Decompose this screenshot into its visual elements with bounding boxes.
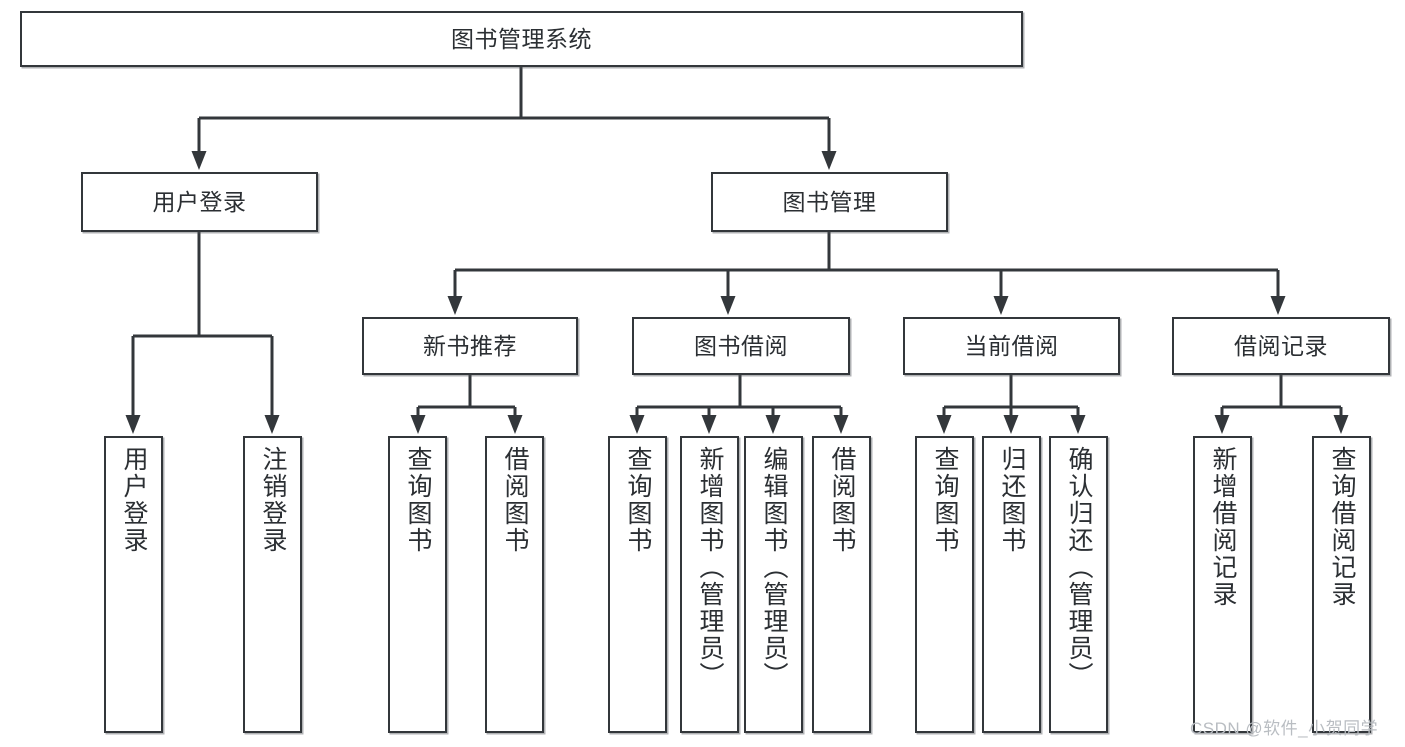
arrowhead-current-borrow-2 <box>1070 415 1086 434</box>
node-label-borrow-records: 借阅记录 <box>1234 332 1328 359</box>
node-new-book-recommend[interactable]: 新书推荐 <box>362 317 578 375</box>
node-leaf-return-book[interactable]: 归还图书 <box>982 436 1041 733</box>
node-book-borrow[interactable]: 图书借阅 <box>632 317 850 375</box>
node-leaf-logout[interactable]: 注销登录 <box>243 436 302 733</box>
node-leaf-add-record[interactable]: 新增借阅记录 <box>1193 436 1252 733</box>
node-leaf-confirm-return[interactable]: 确认归还（管理员） <box>1049 436 1108 733</box>
node-label-leaf-add-record: 新增借阅记录 <box>1209 446 1237 608</box>
node-label-book-management: 图书管理 <box>782 188 877 215</box>
node-leaf-query-book-new[interactable]: 查询图书 <box>388 436 447 733</box>
node-label-root: 图书管理系统 <box>451 25 592 52</box>
watermark-text: CSDN @软件_小贺同学 <box>1190 719 1379 738</box>
arrowhead-book-borrow-1 <box>701 415 717 434</box>
node-label-new-book-recommend: 新书推荐 <box>423 332 517 359</box>
arrowhead-root-0 <box>191 151 207 170</box>
node-leaf-query-record[interactable]: 查询借阅记录 <box>1312 436 1371 733</box>
arrowhead-book-management-1 <box>720 296 736 315</box>
arrowhead-book-borrow-0 <box>629 415 645 434</box>
node-label-book-borrow: 图书借阅 <box>694 332 788 359</box>
node-label-user-login: 用户登录 <box>152 188 247 215</box>
node-label-leaf-query-book-new: 查询图书 <box>404 446 432 554</box>
arrowhead-book-management-0 <box>447 296 463 315</box>
node-leaf-query-book-borrow[interactable]: 查询图书 <box>608 436 667 733</box>
node-user-login[interactable]: 用户登录 <box>81 172 318 232</box>
arrowhead-user-login-0 <box>125 415 141 434</box>
node-label-leaf-user-login: 用户登录 <box>120 446 148 554</box>
node-label-leaf-return-book: 归还图书 <box>998 446 1026 554</box>
node-leaf-edit-book[interactable]: 编辑图书（管理员） <box>744 436 803 733</box>
node-leaf-query-book-current[interactable]: 查询图书 <box>915 436 974 733</box>
node-root[interactable]: 图书管理系统 <box>20 11 1023 67</box>
node-label-leaf-borrow-book: 借阅图书 <box>828 446 856 554</box>
arrowhead-book-management-2 <box>993 296 1009 315</box>
node-label-leaf-borrow-book-new: 借阅图书 <box>501 446 529 554</box>
arrowhead-user-login-1 <box>264 415 280 434</box>
arrowhead-book-borrow-2 <box>765 415 781 434</box>
arrowhead-root-1 <box>821 151 837 170</box>
arrowhead-book-borrow-3 <box>833 415 849 434</box>
node-label-leaf-confirm-return: 确认归还（管理员） <box>1065 446 1093 689</box>
node-label-current-borrow: 当前借阅 <box>964 332 1059 359</box>
node-label-leaf-query-book-borrow: 查询图书 <box>624 446 652 554</box>
arrowhead-borrow-records-1 <box>1333 415 1349 434</box>
node-borrow-records[interactable]: 借阅记录 <box>1172 317 1390 375</box>
node-leaf-borrow-book-new[interactable]: 借阅图书 <box>485 436 544 733</box>
node-book-management[interactable]: 图书管理 <box>711 172 948 232</box>
arrowhead-borrow-records-0 <box>1214 415 1230 434</box>
node-leaf-borrow-book[interactable]: 借阅图书 <box>812 436 871 733</box>
node-label-leaf-query-record: 查询借阅记录 <box>1328 446 1356 608</box>
arrowhead-current-borrow-0 <box>936 415 952 434</box>
arrowhead-current-borrow-1 <box>1003 415 1019 434</box>
arrowhead-new-book-recommend-1 <box>507 415 523 434</box>
node-label-leaf-add-book: 新增图书（管理员） <box>696 446 724 689</box>
node-label-leaf-logout: 注销登录 <box>259 446 287 554</box>
node-current-borrow[interactable]: 当前借阅 <box>903 317 1120 375</box>
arrowhead-book-management-3 <box>1270 296 1286 315</box>
node-label-leaf-query-book-current: 查询图书 <box>931 446 959 554</box>
node-label-leaf-edit-book: 编辑图书（管理员） <box>760 446 788 689</box>
node-leaf-user-login[interactable]: 用户登录 <box>104 436 163 733</box>
node-leaf-add-book[interactable]: 新增图书（管理员） <box>680 436 739 733</box>
arrowhead-new-book-recommend-0 <box>410 415 426 434</box>
